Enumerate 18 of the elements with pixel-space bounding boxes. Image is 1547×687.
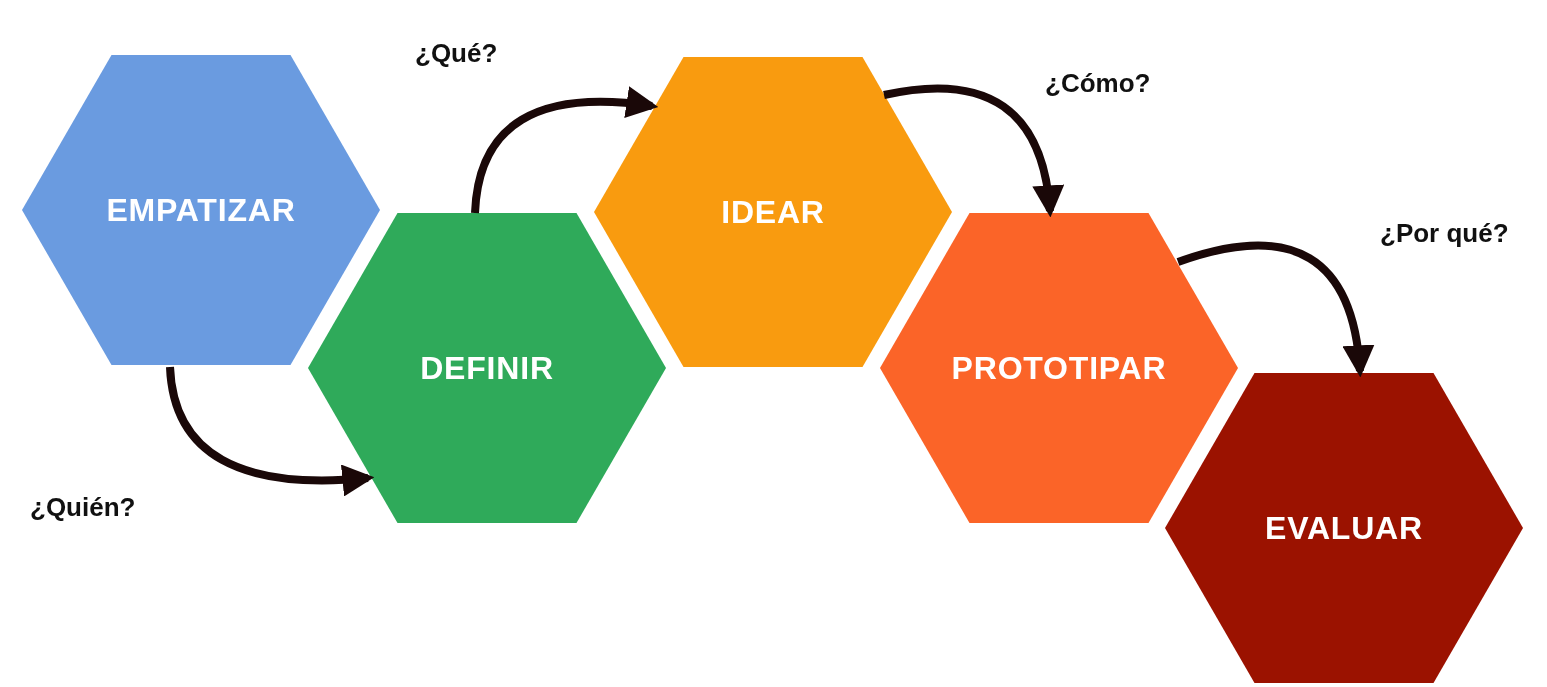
curved-arrow — [471, 87, 659, 214]
step-label: DEFINIR — [420, 349, 554, 388]
step-label: EVALUAR — [1265, 509, 1423, 548]
hexagon-step — [880, 213, 1238, 523]
hexagon-step — [594, 57, 952, 367]
edge-label: ¿Por qué? — [1380, 217, 1509, 250]
edge-label: ¿Qué? — [415, 37, 498, 70]
curved-arrow — [883, 84, 1064, 218]
hexagon-step — [308, 213, 666, 523]
step-label: PROTOTIPAR — [951, 349, 1167, 388]
step-label: EMPATIZAR — [106, 191, 296, 230]
hexagon-step — [22, 55, 380, 365]
hexagon-step — [1165, 373, 1523, 683]
curved-arrow — [166, 366, 375, 496]
curved-arrow — [1176, 241, 1374, 378]
edge-label: ¿Cómo? — [1045, 67, 1151, 100]
edge-label: ¿Quién? — [30, 491, 136, 524]
step-label: IDEAR — [721, 193, 825, 232]
